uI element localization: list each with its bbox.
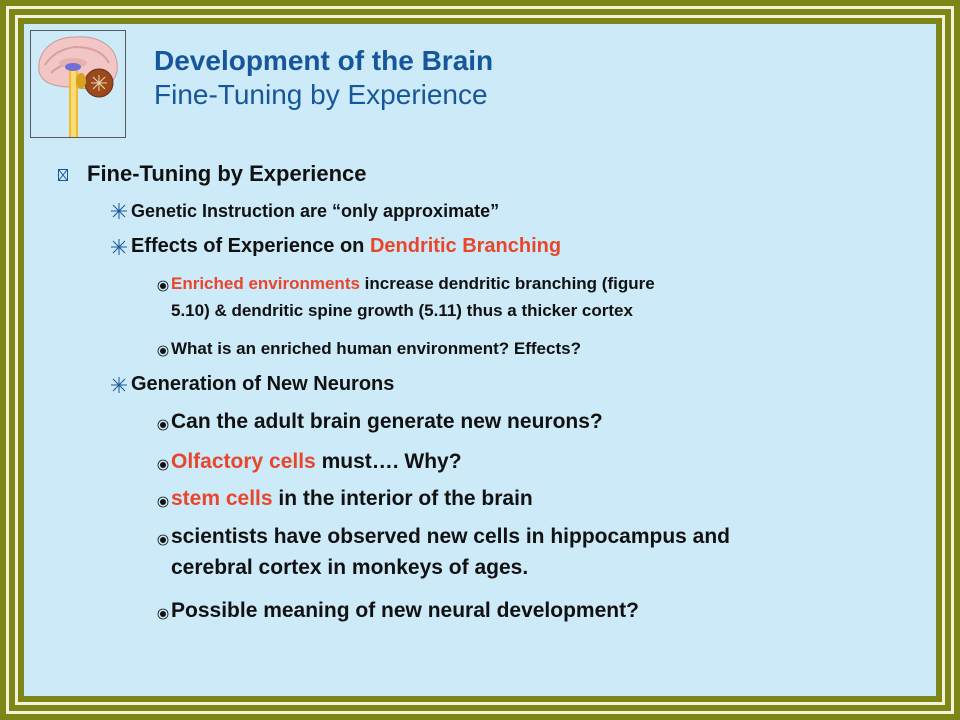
bullet-generation-new-neurons: Generation of New Neurons <box>131 373 395 395</box>
bullet-scientists-line1: scientists have observed new cells in hi… <box>171 525 731 548</box>
bullet-enriched-line2: 5.10) & dendritic spine growth (5.11) th… <box>171 301 633 320</box>
bullet-fine-tuning: Fine-Tuning by Experience <box>87 161 367 186</box>
bullet-possible-meaning: Possible meaning of new neural developme… <box>171 599 639 622</box>
brain-diagram-icon <box>30 30 126 138</box>
bullet-genetic-instruction: Genetic Instruction are “only approximat… <box>131 201 500 221</box>
bullet-olfactory-cells: Olfactory cells must…. Why? <box>171 450 462 474</box>
dot-bullet-icon <box>157 533 169 551</box>
olfactory-text: must…. Why? <box>315 450 462 473</box>
frame-stripe-inner <box>15 15 945 705</box>
box-x-bullet-icon <box>58 168 68 186</box>
title-block: Development of the Brain Fine-Tuning by … <box>154 44 493 112</box>
frame-stripe-outer <box>6 6 954 714</box>
bullet-enriched-environments: Enriched environments increase dendritic… <box>171 274 655 294</box>
bullet-stem-cells: stem cells in the interior of the brain <box>171 487 533 511</box>
dot-bullet-icon <box>157 344 169 362</box>
enriched-text-line1: increase dendritic branching (figure <box>359 274 655 293</box>
dot-bullet-icon <box>157 418 169 436</box>
bullet-enriched-question: What is an enriched human environment? E… <box>171 339 581 358</box>
bullet-scientists-line2: cerebral cortex in monkeys of ages. <box>171 556 529 579</box>
stem-cells-text: in the interior of the brain <box>272 487 533 510</box>
slide-title: Development of the Brain <box>154 45 494 76</box>
olfactory-cells-highlight: Olfactory cells <box>171 450 316 473</box>
slide: Development of the Brain Fine-Tuning by … <box>24 24 936 696</box>
asterisk-bullet-icon <box>110 202 128 225</box>
dot-bullet-icon <box>157 495 169 513</box>
stem-cells-highlight: stem cells <box>171 487 273 510</box>
asterisk-bullet-icon <box>110 238 128 261</box>
dot-bullet-icon <box>157 279 169 297</box>
slide-subtitle: Fine-Tuning by Experience <box>154 79 488 110</box>
bullet-adult-brain: Can the adult brain generate new neurons… <box>171 410 603 433</box>
dot-bullet-icon <box>157 458 169 476</box>
dendritic-branching-highlight: Dendritic Branching <box>369 235 562 257</box>
asterisk-bullet-icon <box>110 376 128 399</box>
bullet-effects-of-experience: Effects of Experience on Dendritic Branc… <box>131 235 561 258</box>
dot-bullet-icon <box>157 607 169 625</box>
enriched-environments-highlight: Enriched environments <box>171 274 360 293</box>
effects-text: Effects of Experience on <box>131 235 370 257</box>
